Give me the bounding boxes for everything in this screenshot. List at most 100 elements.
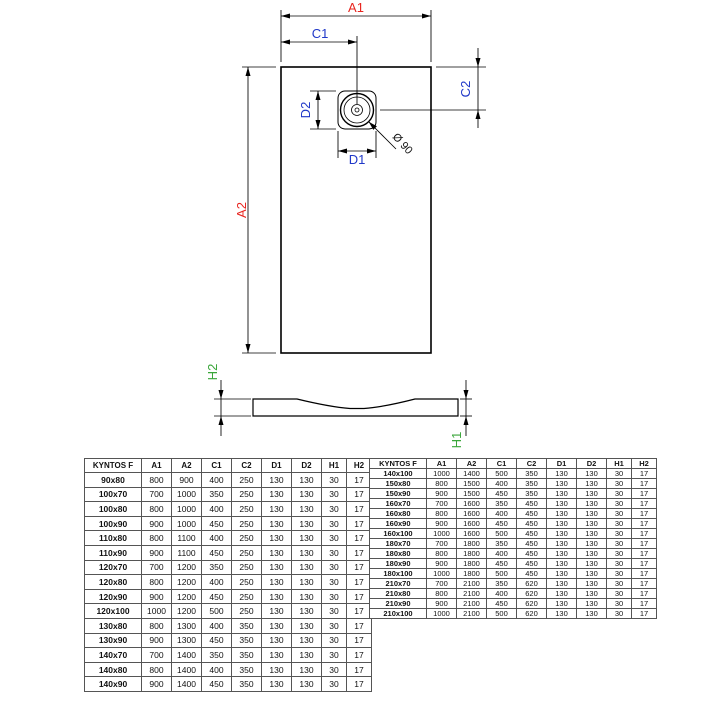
column-header-d1: D1 — [261, 458, 292, 473]
value-cell: 1800 — [456, 538, 487, 549]
value-cell: 30 — [321, 544, 347, 561]
value-cell: 30 — [606, 548, 632, 559]
label-h2: H2 — [205, 364, 220, 381]
size-cell: 140x70 — [84, 647, 142, 663]
value-cell: 250 — [231, 472, 262, 488]
column-header-h1: H1 — [606, 458, 632, 469]
value-cell: 17 — [631, 538, 657, 549]
value-cell: 17 — [346, 544, 372, 561]
value-cell: 700 — [426, 538, 457, 549]
value-cell: 1800 — [456, 568, 487, 579]
value-cell: 30 — [321, 647, 347, 663]
column-header-h2: H2 — [346, 458, 372, 473]
value-cell: 17 — [346, 617, 372, 634]
value-cell: 130 — [261, 617, 292, 634]
value-cell: 450 — [201, 588, 232, 605]
size-cell: 100x80 — [84, 501, 142, 517]
value-cell: 30 — [321, 472, 347, 488]
value-cell: 17 — [631, 548, 657, 559]
size-cell: 130x90 — [84, 632, 142, 649]
value-cell: 1200 — [171, 574, 202, 590]
value-cell: 30 — [606, 478, 632, 489]
value-cell: 250 — [231, 588, 262, 605]
value-cell: 17 — [346, 603, 372, 619]
value-cell: 1100 — [171, 530, 202, 546]
value-cell: 1200 — [171, 603, 202, 619]
value-cell: 17 — [631, 568, 657, 579]
value-cell: 350 — [516, 468, 547, 479]
value-cell: 30 — [321, 676, 347, 692]
value-cell: 250 — [231, 501, 262, 517]
value-cell: 130 — [261, 515, 292, 532]
value-cell: 450 — [516, 558, 547, 569]
value-cell: 800 — [426, 548, 457, 559]
value-cell: 30 — [606, 538, 632, 549]
size-cell: 140x90 — [84, 676, 142, 692]
value-cell: 30 — [606, 558, 632, 569]
value-cell: 500 — [486, 528, 517, 539]
value-cell: 350 — [486, 538, 517, 549]
value-cell: 130 — [576, 598, 607, 609]
size-cell: 210x80 — [369, 588, 427, 599]
size-cell: 210x90 — [369, 598, 427, 609]
label-c1: C1 — [312, 26, 329, 41]
value-cell: 130 — [546, 468, 577, 479]
value-cell: 130 — [291, 530, 322, 546]
size-cell: 160x70 — [369, 498, 427, 509]
label-a2: A2 — [234, 202, 249, 218]
value-cell: 1100 — [171, 544, 202, 561]
value-cell: 700 — [141, 559, 172, 576]
value-cell: 130 — [546, 568, 577, 579]
value-cell: 130 — [261, 530, 292, 546]
value-cell: 450 — [201, 676, 232, 692]
value-cell: 1600 — [456, 498, 487, 509]
value-cell: 900 — [141, 588, 172, 605]
value-cell: 1300 — [171, 632, 202, 649]
value-cell: 400 — [201, 617, 232, 634]
value-cell: 130 — [261, 661, 292, 678]
value-cell: 130 — [261, 632, 292, 649]
size-cell: 140x80 — [84, 661, 142, 678]
value-cell: 17 — [631, 518, 657, 529]
size-cell: 120x80 — [84, 574, 142, 590]
value-cell: 130 — [291, 588, 322, 605]
value-cell: 350 — [231, 661, 262, 678]
value-cell: 130 — [546, 578, 577, 589]
value-cell: 450 — [486, 558, 517, 569]
size-cell: 100x90 — [84, 515, 142, 532]
value-cell: 130 — [576, 608, 607, 619]
size-cell: 110x80 — [84, 530, 142, 546]
value-cell: 30 — [321, 530, 347, 546]
technical-drawing: A1 C1 C2 D2 D1 Ø 90 A2 H2 H1 — [205, 0, 486, 448]
value-cell: 30 — [606, 498, 632, 509]
value-cell: 30 — [606, 528, 632, 539]
value-cell: 400 — [201, 574, 232, 590]
value-cell: 1600 — [456, 518, 487, 529]
value-cell: 620 — [516, 598, 547, 609]
value-cell: 130 — [261, 501, 292, 517]
column-header-h1: H1 — [321, 458, 347, 473]
value-cell: 17 — [631, 488, 657, 499]
value-cell: 800 — [141, 501, 172, 517]
value-cell: 350 — [231, 617, 262, 634]
value-cell: 500 — [486, 468, 517, 479]
value-cell: 900 — [426, 488, 457, 499]
value-cell: 130 — [291, 472, 322, 488]
value-cell: 400 — [201, 472, 232, 488]
size-cell: 140x100 — [369, 468, 427, 479]
